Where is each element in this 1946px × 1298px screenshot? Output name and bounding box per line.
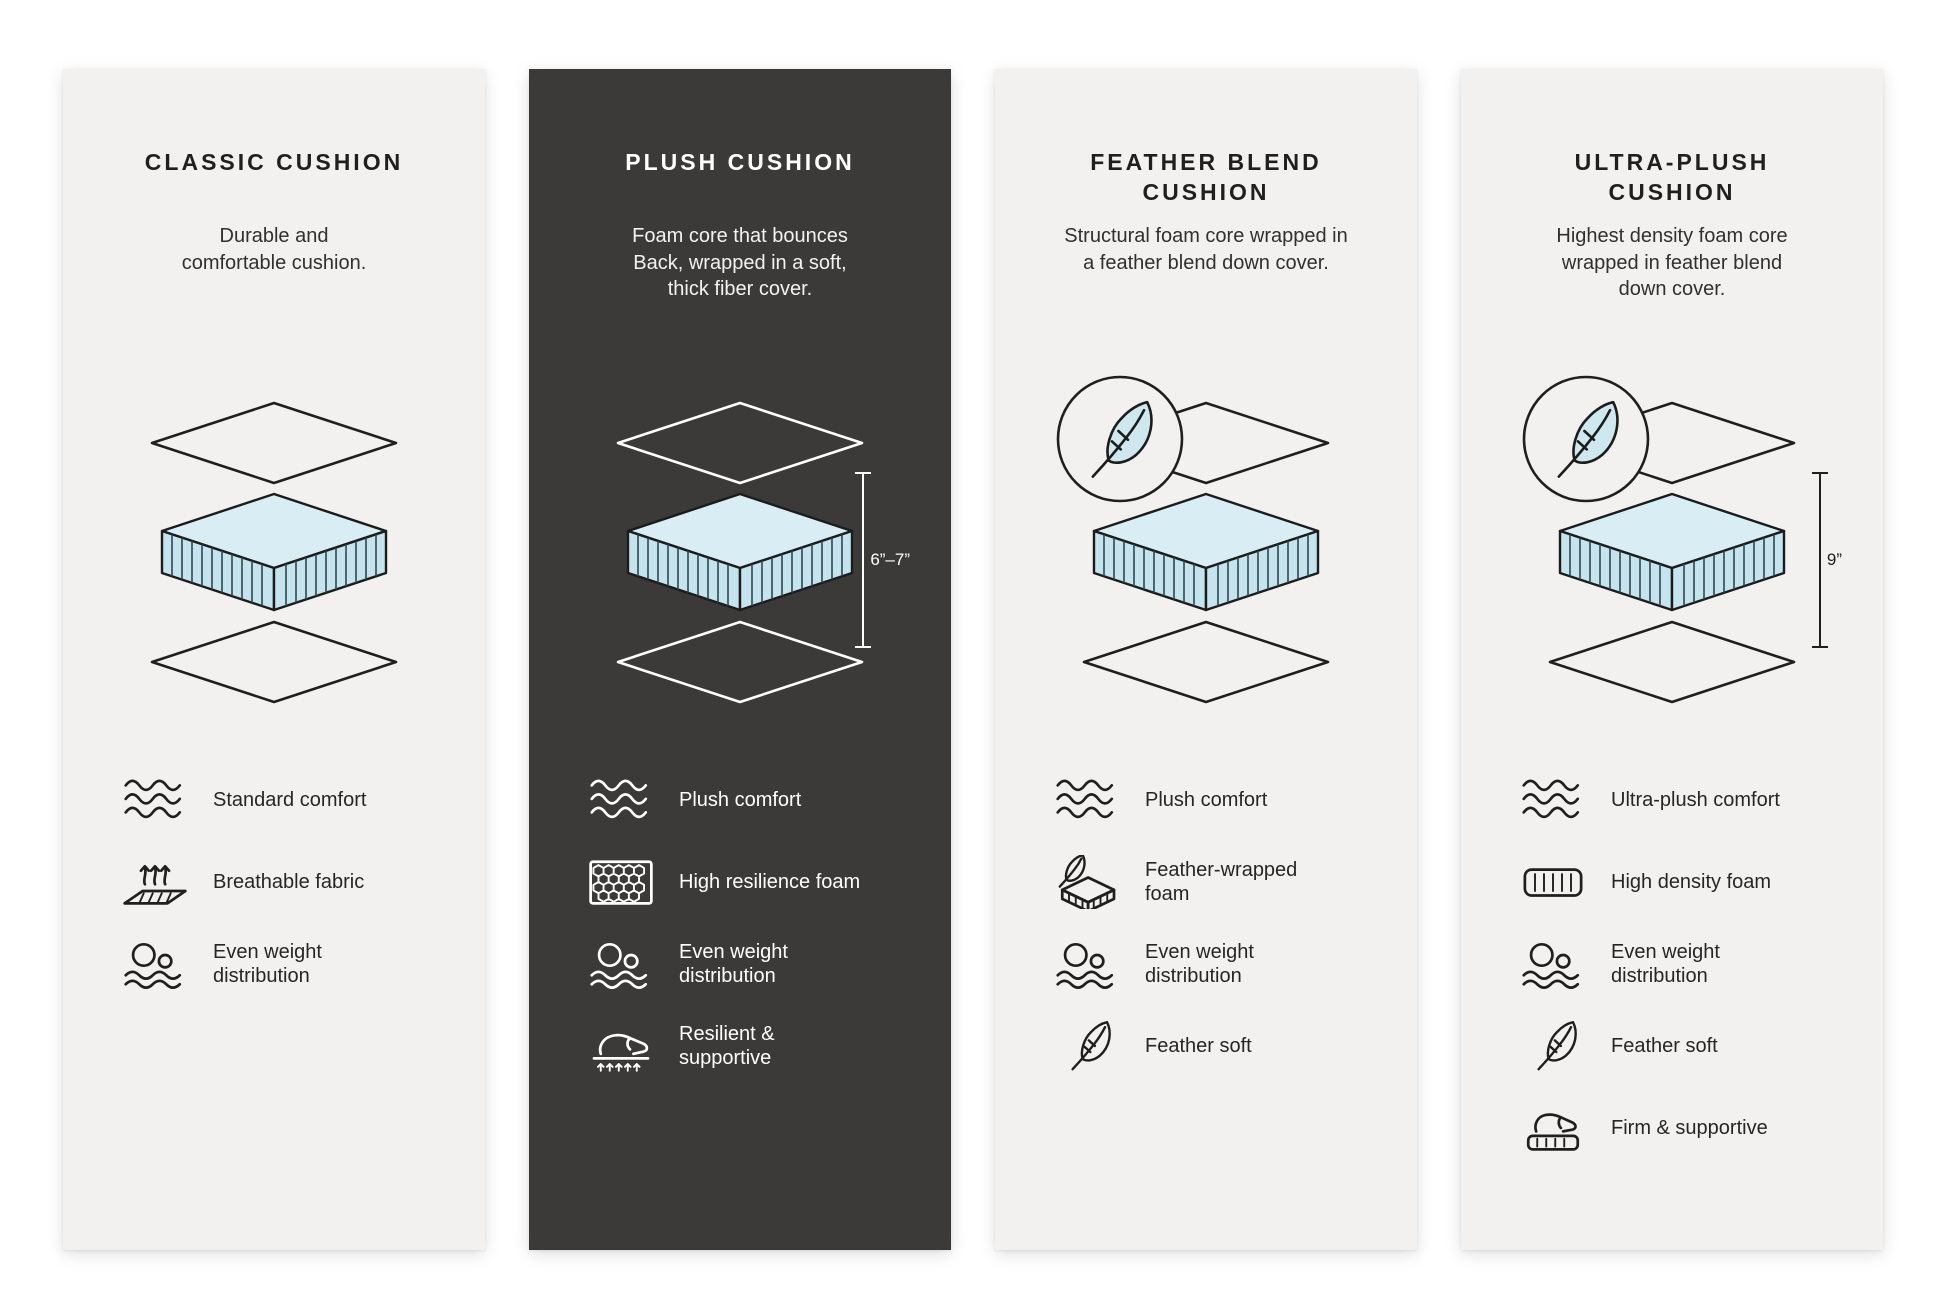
feature-row: Ultra-plush comfort [1517, 771, 1827, 829]
feature-label: Standard comfort [213, 788, 367, 811]
panel-description: Structural foam core wrapped in a feathe… [1064, 225, 1348, 274]
feature-label: Even weight distribution [213, 940, 322, 987]
feature-label: Firm & supportive [1611, 1116, 1768, 1139]
cushion-diagram [1051, 351, 1361, 771]
panel-feather-blend-cushion: FEATHER BLEND CUSHION Structural foam co… [995, 69, 1417, 1250]
even-weight-icon [585, 937, 657, 991]
feature-row: Even weight distribution [1051, 935, 1361, 993]
feature-row: Even weight distribution [1517, 935, 1827, 993]
hand-firm-icon [1517, 1101, 1589, 1155]
panel-title: PLUSH CUSHION [625, 149, 855, 175]
cushion-comparison-infographic: CLASSIC CUSHION Durable and comfortable … [63, 69, 1883, 1250]
panel-ultra-plush-cushion: ULTRA-PLUSH CUSHION Highest density foam… [1461, 69, 1883, 1250]
breathable-fabric-icon [119, 855, 191, 909]
hand-press-icon [585, 1019, 657, 1073]
cushion-diagram: 6”–7” [585, 351, 910, 771]
feature-row: Resilient & supportive [585, 1017, 895, 1075]
feature-row: Feather-wrapped foam [1051, 853, 1361, 911]
feature-label: Feather soft [1145, 1034, 1252, 1057]
feather-icon [1051, 1019, 1123, 1073]
feather-wrapped-foam-icon [1051, 855, 1123, 909]
honeycomb-foam-icon [585, 855, 657, 909]
feature-label: Plush comfort [1145, 788, 1268, 811]
wave-comfort-icon [585, 773, 657, 827]
wave-comfort-icon [1051, 773, 1123, 827]
feature-row: Breathable fabric [119, 853, 429, 911]
feather-icon [1517, 1019, 1589, 1073]
feature-list: Plush comfort High resilience foam [585, 771, 895, 1075]
even-weight-icon [119, 937, 191, 991]
feature-row: Feather soft [1051, 1017, 1361, 1075]
feature-label: Ultra-plush comfort [1611, 788, 1780, 811]
feather-badge [1522, 375, 1650, 503]
panel-description: Foam core that bounces Back, wrapped in … [632, 225, 848, 301]
feature-label: High resilience foam [679, 870, 861, 893]
feature-row: Standard comfort [119, 771, 429, 829]
feature-list: Standard comfort Breathable fabric [119, 771, 429, 993]
panel-title: ULTRA-PLUSH CUSHION [1574, 149, 1770, 206]
panel-classic-cushion: CLASSIC CUSHION Durable and comfortable … [63, 69, 485, 1250]
feather-badge [1056, 375, 1184, 503]
feature-list: Ultra-plush comfort High density foam [1517, 771, 1827, 1157]
feature-row: Plush comfort [1051, 771, 1361, 829]
cushion-layers-illustration [150, 401, 398, 704]
panel-description: Highest density foam core wrapped in fea… [1556, 225, 1788, 301]
feature-row: High density foam [1517, 853, 1827, 911]
feature-row: Feather soft [1517, 1017, 1827, 1075]
feature-label: Feather-wrapped foam [1145, 858, 1298, 905]
height-dimension: 9” [1811, 472, 1842, 648]
feature-label: Breathable fabric [213, 870, 365, 893]
cushion-layers-illustration [1522, 375, 1796, 704]
panel-description: Durable and comfortable cushion. [181, 225, 367, 274]
feature-row: Firm & supportive [1517, 1099, 1827, 1157]
feature-label: Resilient & supportive [679, 1022, 775, 1069]
dimension-label: 6”–7” [870, 550, 910, 569]
high-density-foam-icon [1517, 855, 1589, 909]
cushion-diagram [119, 351, 429, 771]
panel-title: FEATHER BLEND CUSHION [1090, 149, 1322, 206]
dimension-label: 9” [1826, 550, 1842, 569]
wave-comfort-icon [119, 773, 191, 827]
feature-label: Feather soft [1611, 1034, 1718, 1057]
cushion-diagram: 9” [1517, 351, 1842, 771]
wave-comfort-icon [1517, 773, 1589, 827]
dimension-line [1811, 472, 1828, 648]
feature-row: High resilience foam [585, 853, 895, 911]
even-weight-icon [1517, 937, 1589, 991]
panel-title: CLASSIC CUSHION [144, 149, 404, 175]
feature-row: Even weight distribution [585, 935, 895, 993]
dimension-line [855, 472, 872, 648]
feature-label: High density foam [1611, 870, 1772, 893]
feature-label: Plush comfort [679, 788, 802, 811]
even-weight-icon [1051, 937, 1123, 991]
panel-plush-cushion: PLUSH CUSHION Foam core that bounces Bac… [529, 69, 951, 1250]
height-dimension: 6”–7” [855, 472, 910, 648]
feature-label: Even weight distribution [1611, 940, 1720, 987]
feature-label: Even weight distribution [1145, 940, 1254, 987]
feature-list: Plush comfort Feather-wrapped [1051, 771, 1361, 1075]
feature-row: Plush comfort [585, 771, 895, 829]
cushion-layers-illustration [1056, 375, 1330, 704]
cushion-layers-illustration [616, 401, 864, 704]
feature-label: Even weight distribution [679, 940, 788, 987]
feature-row: Even weight distribution [119, 935, 429, 993]
